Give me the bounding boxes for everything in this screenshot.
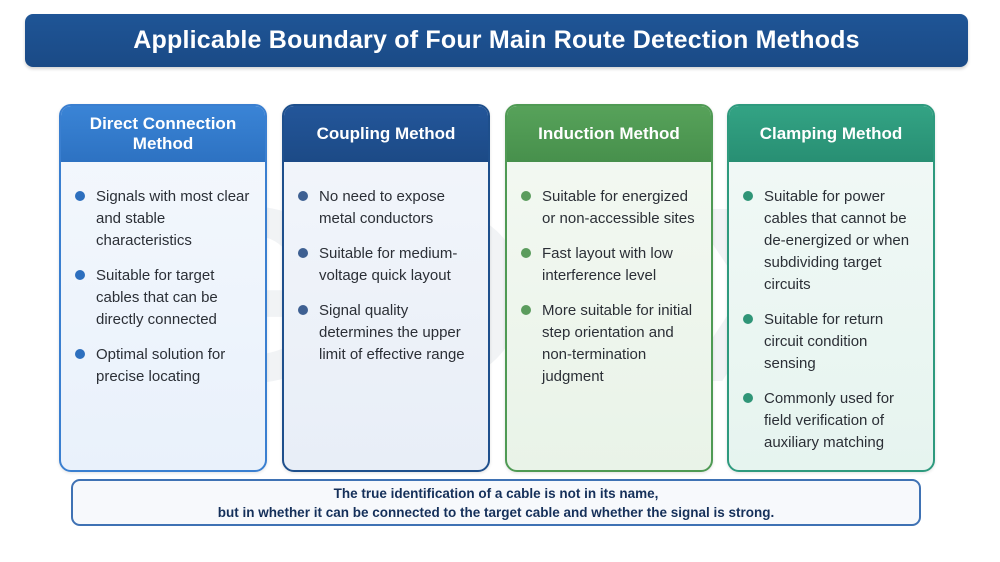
list-item: Commonly used for field verification of … [743,388,921,454]
list-item: Suitable for power cables that cannot be… [743,186,921,296]
bullet-icon [75,191,85,201]
item-text: Signals with most clear and stable chara… [96,188,250,249]
card-body: No need to expose metal conductors Suita… [284,162,488,366]
bullet-icon [75,270,85,280]
bullet-icon [521,248,531,258]
card-heading: Clamping Method [729,106,933,162]
bullet-icon [298,248,308,258]
bullet-icon [743,393,753,403]
card-heading: Direct Connection Method [61,106,265,162]
card-body: Signals with most clear and stable chara… [61,162,265,388]
footer-line-2: but in whether it can be connected to th… [217,504,775,520]
bullet-icon [743,314,753,324]
list-item: No need to expose metal conductors [298,186,476,230]
item-text: Optimal solution for precise locating [96,346,226,385]
bullet-icon [521,305,531,315]
card-body: Suitable for energized or non-accessible… [507,162,711,388]
title-banner: Applicable Boundary of Four Main Route D… [25,14,968,67]
card-heading: Coupling Method [284,106,488,162]
list-item: More suitable for initial step orientati… [521,300,699,388]
list-item: Suitable for medium-voltage quick layout [298,243,476,287]
card-direct-connection: Direct Connection Method Signals with mo… [59,104,267,472]
item-text: Suitable for target cables that can be d… [96,267,218,328]
card-induction: Induction Method Suitable for energized … [505,104,713,472]
item-text: Fast layout with low interference level [542,245,673,284]
list-item: Suitable for target cables that can be d… [75,265,253,331]
bullet-icon [743,191,753,201]
list-item: Optimal solution for precise locating [75,344,253,388]
list-item: Suitable for return circuit condition se… [743,309,921,375]
bullet-icon [298,191,308,201]
page-title: Applicable Boundary of Four Main Route D… [133,26,860,54]
item-text: Suitable for power cables that cannot be… [764,188,910,293]
bullet-icon [521,191,531,201]
card-clamping: Clamping Method Suitable for power cable… [727,104,935,472]
footer-note: The true identification of a cable is no… [71,479,921,526]
item-text: Suitable for return circuit condition se… [764,311,884,372]
item-text: Suitable for energized or non-accessible… [542,188,695,227]
list-item: Signals with most clear and stable chara… [75,186,253,252]
item-text: Commonly used for field verification of … [764,390,895,451]
footer-line-1: The true identification of a cable is no… [333,485,659,501]
list-item: Signal quality determines the upper limi… [298,300,476,366]
bullet-icon [298,305,308,315]
item-text: No need to expose metal conductors [319,188,445,227]
card-heading: Induction Method [507,106,711,162]
card-body: Suitable for power cables that cannot be… [729,162,933,454]
item-text: More suitable for initial step orientati… [542,302,693,385]
item-text: Suitable for medium-voltage quick layout [319,245,458,284]
item-text: Signal quality determines the upper limi… [319,302,465,363]
list-item: Fast layout with low interference level [521,243,699,287]
bullet-icon [75,349,85,359]
list-item: Suitable for energized or non-accessible… [521,186,699,230]
card-coupling: Coupling Method No need to expose metal … [282,104,490,472]
